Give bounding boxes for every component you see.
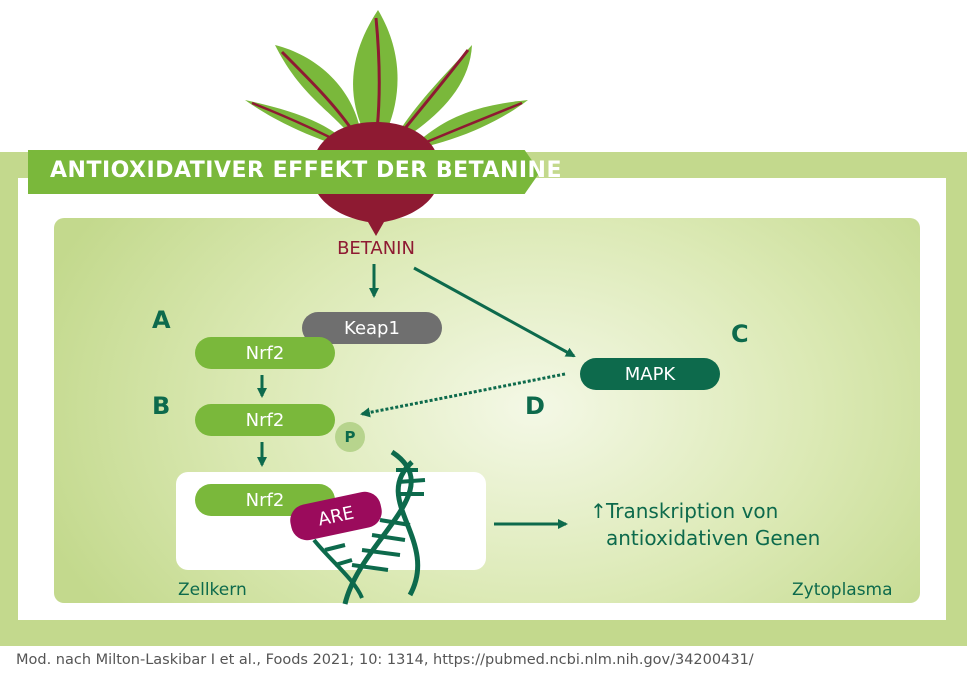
cytoplasm-label: Zytoplasma <box>792 580 893 600</box>
arrow-mapk-nrf2 <box>360 372 566 418</box>
transcription-text: ↑ Transkription von antioxidativen Genen <box>590 498 850 554</box>
title-banner <box>28 150 540 194</box>
phosphate-badge: P <box>335 422 365 452</box>
nucleus-label: Zellkern <box>178 580 247 600</box>
nrf2-node-a: Nrf2 <box>195 337 335 369</box>
up-arrow-icon: ↑ <box>590 499 607 523</box>
transcription-line-2: antioxidativen Genen <box>606 526 821 550</box>
arrow-betanin-mapk <box>413 266 576 358</box>
label-b: B <box>152 392 171 420</box>
label-a: A <box>152 306 171 334</box>
label-c: C <box>731 320 749 348</box>
dna-helix-icon <box>312 449 426 605</box>
label-d: D <box>525 392 545 420</box>
betanin-label: BETANIN <box>337 238 415 259</box>
transcription-line-1: Transkription von <box>606 499 779 523</box>
mapk-node: MAPK <box>580 358 720 390</box>
source-caption: Mod. nach Milton-Laskibar I et al., Food… <box>16 652 754 668</box>
diagram-title: ANTIOXIDATIVER EFFEKT DER BETANINE <box>50 158 562 183</box>
beet-leaves-icon <box>245 10 528 148</box>
nrf2-node-b: Nrf2 <box>195 404 335 436</box>
